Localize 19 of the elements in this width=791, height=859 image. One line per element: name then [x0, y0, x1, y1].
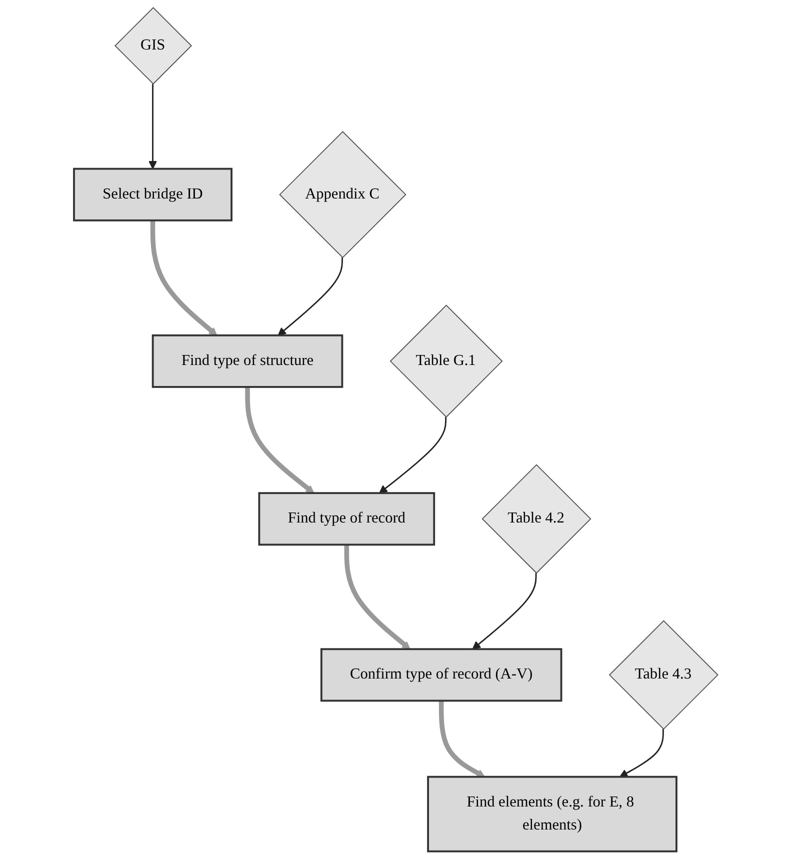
arrow — [244, 386, 314, 494]
arrow — [150, 220, 217, 336]
node-diamond: Table 4.2 — [481, 464, 591, 574]
arrow — [619, 729, 664, 778]
arrow — [148, 84, 157, 170]
node-diamond: GIS — [114, 6, 192, 85]
node-diamond: Appendix C — [278, 130, 406, 258]
node-box: Confirm type of record (A-V) — [320, 648, 562, 702]
arrow — [438, 700, 485, 778]
node-box: Find elements (e.g. for E, 8 elements) — [426, 776, 678, 852]
node-box: Select bridge ID — [72, 168, 232, 222]
arrow — [472, 573, 536, 650]
node-diamond: Table G.1 — [389, 304, 502, 418]
arrow — [277, 258, 343, 336]
node-box: Find type of structure — [151, 334, 343, 388]
node-diamond: Table 4.3 — [608, 620, 718, 730]
arrow — [344, 544, 410, 650]
arrow — [378, 416, 446, 494]
node-box: Find type of record — [258, 492, 435, 546]
